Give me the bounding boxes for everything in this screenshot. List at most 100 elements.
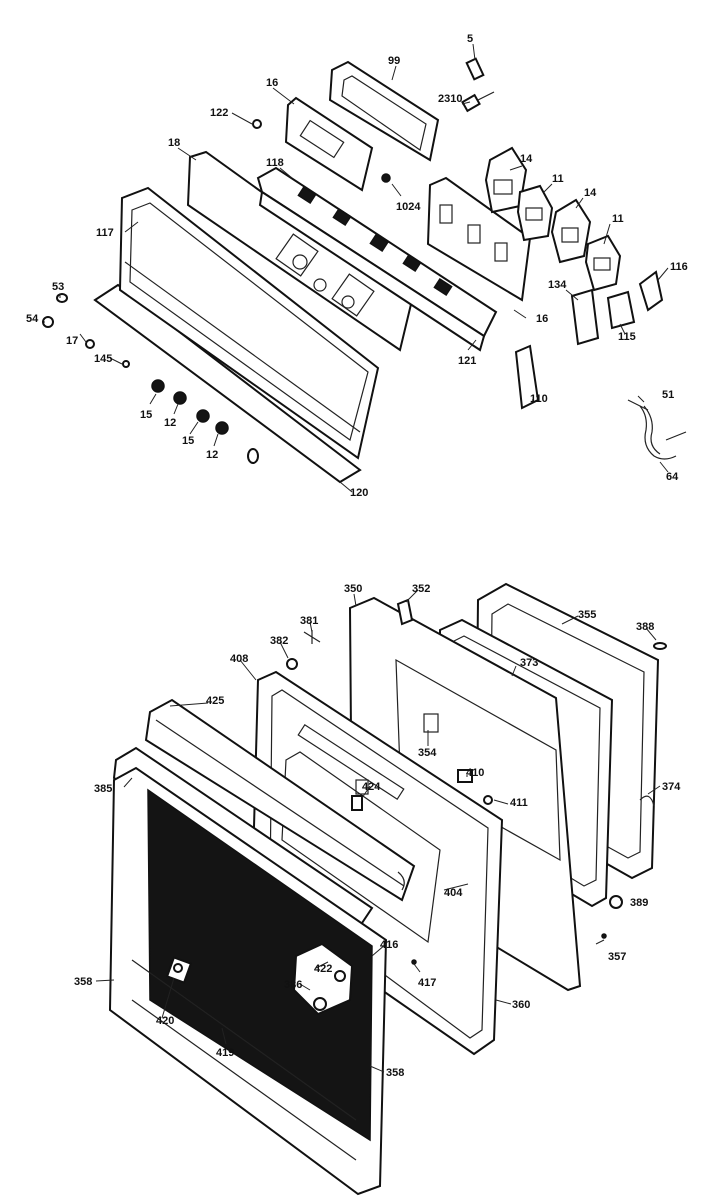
callout-410: 410: [466, 767, 484, 779]
knob-15b: [196, 409, 210, 423]
callout-389: 389: [630, 897, 648, 909]
knob-12b: [215, 421, 229, 435]
callout-358-b: 358: [386, 1067, 404, 1079]
screw-411: [483, 795, 493, 805]
switch-board-118: [256, 166, 498, 352]
callout-417: 417: [418, 977, 436, 989]
callout-404: 404: [444, 887, 463, 899]
callout-14: 14: [520, 153, 533, 165]
callout-17: 17: [66, 335, 78, 347]
hinge-bracket-352: [396, 598, 414, 626]
washer-382: [286, 658, 298, 670]
callout-16: 16: [266, 77, 278, 89]
lamp-socket-2310: [461, 91, 495, 113]
callout-352: 352: [412, 583, 430, 595]
callout-99: 99: [388, 55, 400, 67]
screw-381: [303, 630, 321, 644]
callout-355: 355: [578, 609, 596, 621]
clip-424: [351, 795, 363, 811]
callout-411: 411: [510, 797, 528, 809]
callout-115: 115: [618, 331, 636, 343]
latch-410: [457, 769, 473, 783]
bracket-16: [284, 96, 374, 192]
bumper-389: [609, 895, 623, 909]
callout-134: 134: [548, 279, 567, 291]
callout-15-b: 15: [182, 435, 194, 447]
spring-17: [85, 339, 95, 349]
knob-insert-1024: [381, 173, 391, 183]
oven-door-assembly: [95, 582, 667, 1196]
infinite-switch-11b: [584, 234, 622, 292]
callout-11: 11: [552, 173, 564, 185]
callout-118: 118: [266, 157, 284, 169]
callout-18: 18: [168, 137, 180, 149]
callout-54: 54: [26, 313, 39, 325]
callout-117: 117: [96, 227, 114, 239]
callout-14-b: 14: [584, 187, 597, 199]
callout-385: 385: [94, 783, 112, 795]
knob-54: [42, 316, 54, 328]
knob-insert: [247, 448, 259, 464]
hinge-422: [292, 942, 354, 1016]
callout-64: 64: [666, 471, 679, 483]
callout-51: 51: [662, 389, 674, 401]
callout-358: 358: [74, 976, 92, 988]
callout-labels: 5 99 122 16 2310 18 118 14 11 14 1024 11…: [26, 33, 688, 1079]
black-glass-panel: [147, 788, 373, 1142]
bracket-110: [514, 344, 540, 410]
callout-2310: 2310: [438, 93, 462, 105]
callout-53: 53: [52, 281, 64, 293]
callout-416: 416: [380, 939, 398, 951]
screw-357: [601, 933, 607, 939]
vent-trim-425: [144, 698, 416, 902]
screw-417: [411, 959, 417, 965]
callout-5: 5: [467, 33, 473, 45]
callout-408: 408: [230, 653, 248, 665]
wire-harness-51: [627, 399, 687, 460]
screw-122: [252, 119, 262, 129]
timer-bracket-16b: [426, 176, 532, 302]
callout-122: 122: [210, 107, 228, 119]
callout-360: 360: [512, 999, 530, 1011]
callout-419: 419: [216, 1047, 234, 1059]
control-panel-frame-117: [118, 186, 380, 460]
infinite-switch-14b: [550, 198, 592, 264]
outer-door-358: [108, 766, 388, 1196]
callout-381: 381: [300, 615, 318, 627]
spring-145: [122, 360, 130, 368]
callout-424: 424: [362, 781, 381, 793]
callout-425: 425: [206, 695, 224, 707]
callout-373: 373: [520, 657, 538, 669]
infinite-switch-11a: [516, 184, 554, 242]
knob-15a: [151, 379, 165, 393]
callout-386: 386: [284, 979, 302, 991]
knob-12a: [173, 391, 187, 405]
callout-374: 374: [662, 781, 681, 793]
callout-12-b: 12: [206, 449, 218, 461]
callout-422: 422: [314, 963, 332, 975]
callout-121: 121: [458, 355, 476, 367]
callout-354: 354: [418, 747, 437, 759]
bracket-134: [570, 288, 600, 346]
terminal-block-115: [606, 290, 636, 330]
callout-12: 12: [164, 417, 176, 429]
clip-116: [638, 270, 664, 312]
mounting-frame-99: [328, 60, 440, 162]
bumper-388: [653, 642, 667, 650]
bezel-53: [56, 293, 68, 303]
top-rail-385: [112, 746, 374, 928]
control-panel-assembly: [42, 43, 687, 493]
trim-strip-120: [93, 283, 362, 484]
callout-350: 350: [344, 583, 362, 595]
callout-357: 357: [608, 951, 626, 963]
callout-15: 15: [140, 409, 152, 421]
callout-120: 120: [350, 487, 368, 499]
callout-11-b: 11: [612, 213, 624, 225]
callout-382: 382: [270, 635, 288, 647]
callout-388: 388: [636, 621, 654, 633]
callout-145: 145: [94, 353, 112, 365]
graphic-overlay-18: [186, 150, 414, 352]
callout-16-b: 16: [536, 313, 548, 325]
fuse-5: [465, 57, 485, 81]
